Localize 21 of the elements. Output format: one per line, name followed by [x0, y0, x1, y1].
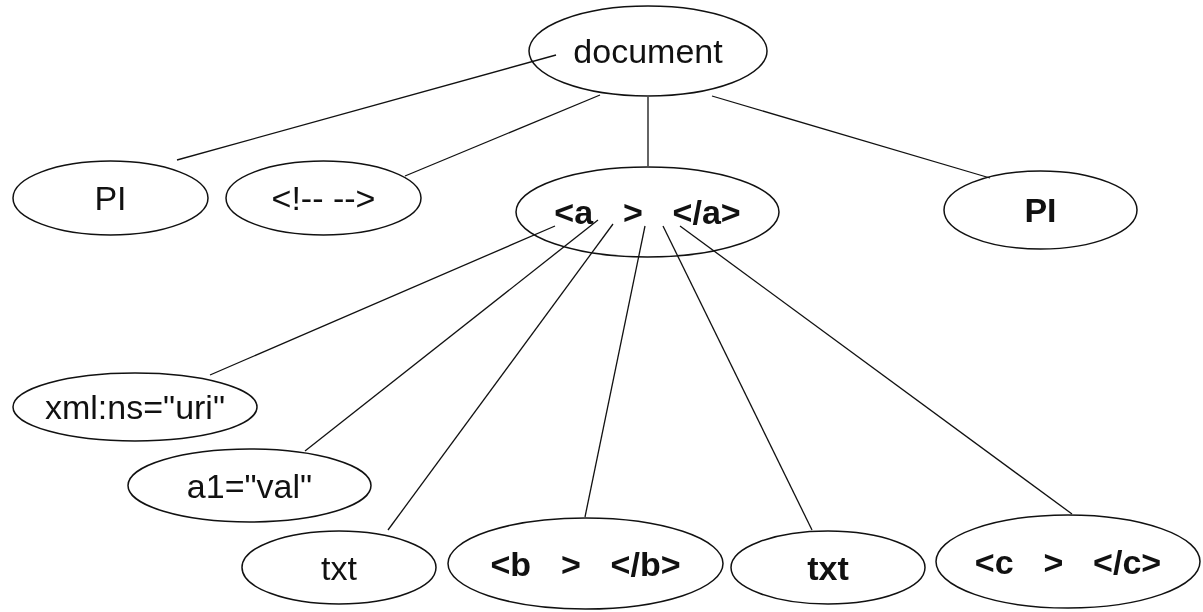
connector-line	[584, 225, 646, 518]
connector-line	[679, 225, 1073, 515]
node-label: <!-- -->	[271, 181, 376, 215]
connector-line	[662, 225, 813, 531]
node-label: txt	[807, 550, 849, 585]
node-label: xml:ns="uri"	[45, 390, 225, 424]
node-label: PI	[1024, 193, 1057, 227]
connector-line	[711, 95, 991, 179]
connector-line	[647, 96, 649, 167]
node-label: <c > </c>	[974, 544, 1162, 579]
node-label: <b > </b>	[490, 546, 681, 581]
connector-line	[209, 225, 556, 376]
connector-line	[387, 223, 614, 531]
node-label: document	[573, 34, 723, 68]
connector-line	[404, 94, 601, 177]
node-label: <a > </a>	[554, 195, 741, 229]
node-label: a1="val"	[186, 468, 313, 503]
node-label: txt	[321, 550, 357, 585]
node-label: PI	[94, 181, 127, 215]
connector-line	[176, 54, 557, 161]
connector-line	[304, 219, 599, 452]
